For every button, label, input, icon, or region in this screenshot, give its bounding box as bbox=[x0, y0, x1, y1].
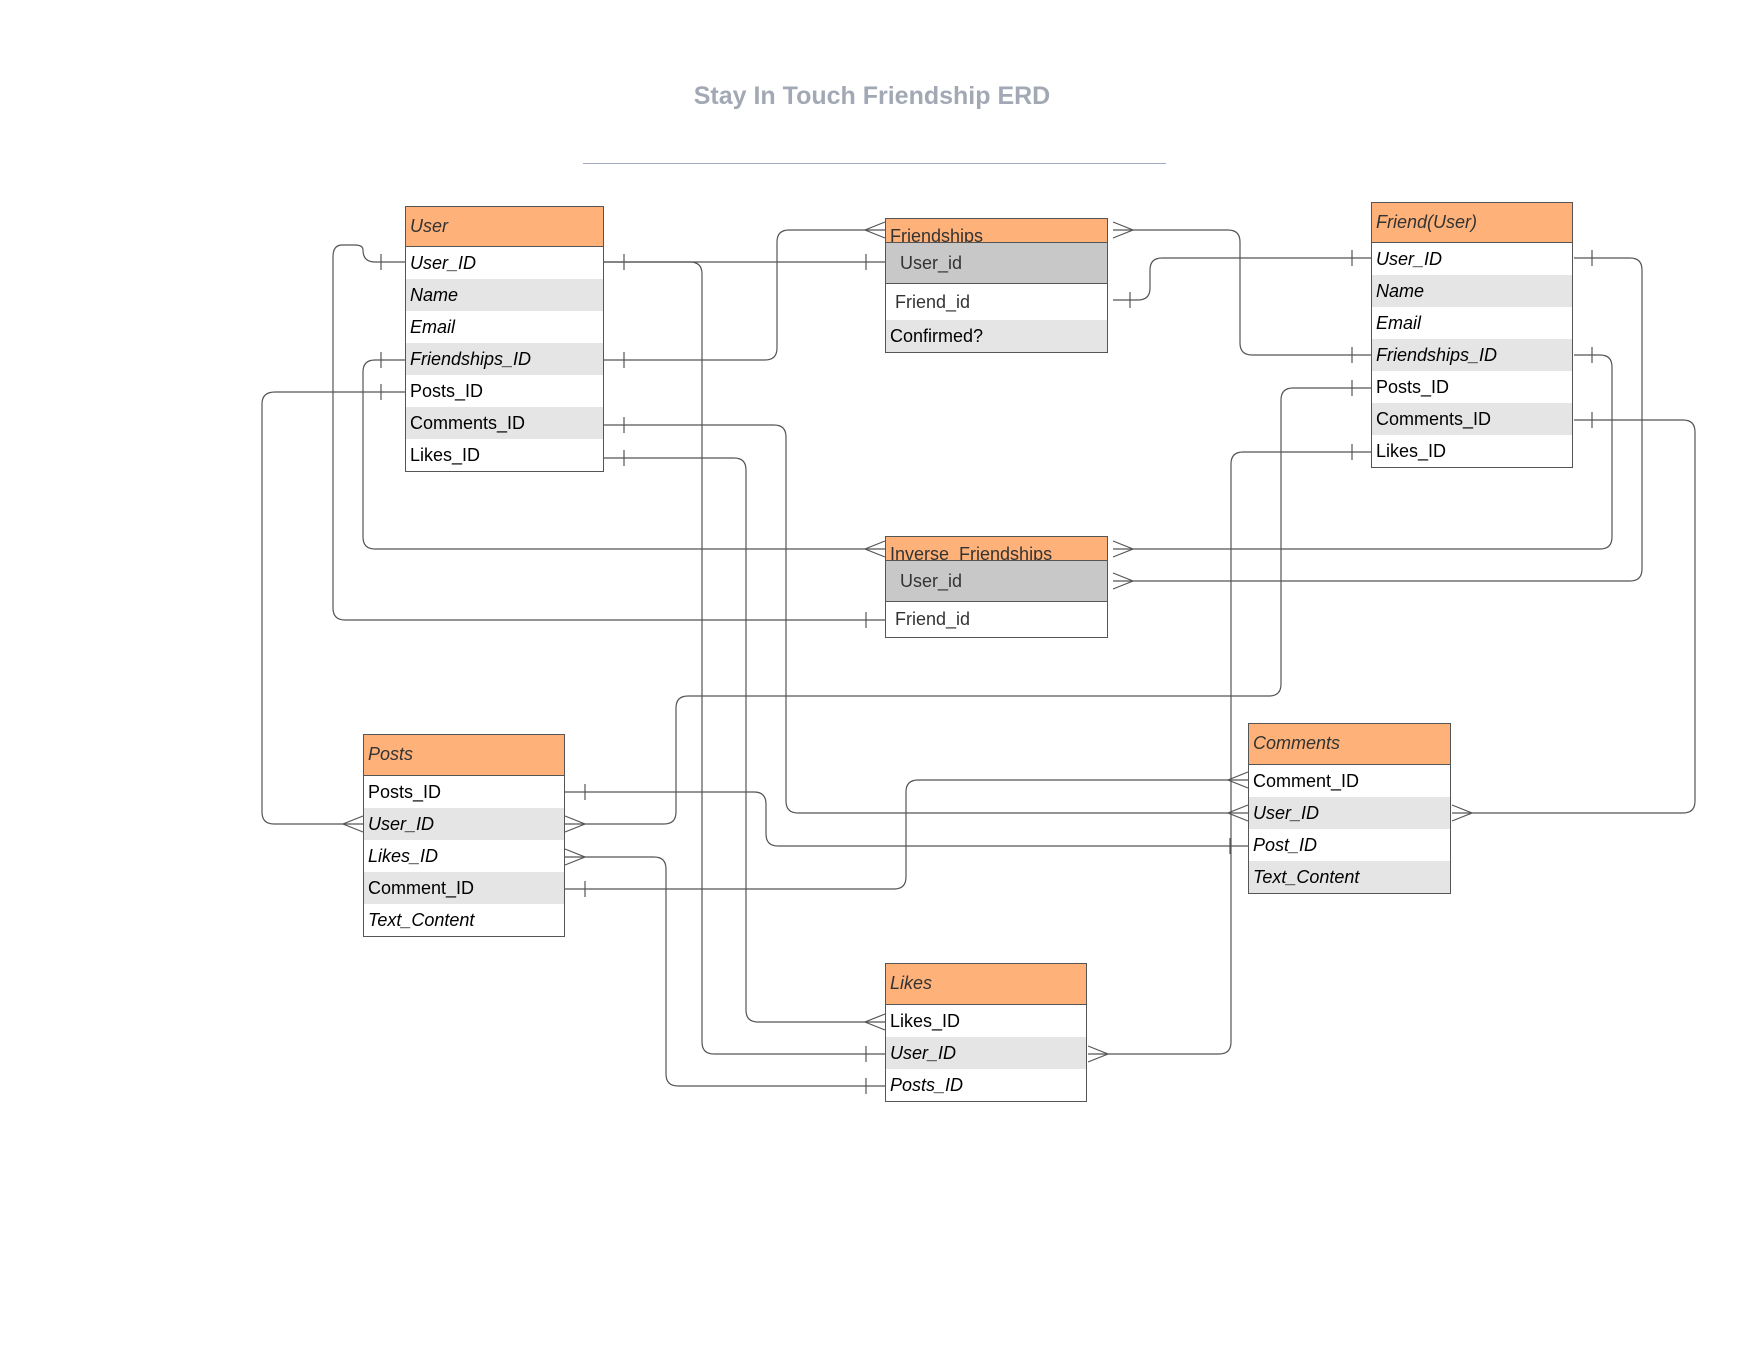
comments-field-user-id: User_ID bbox=[1249, 797, 1450, 829]
rel-user-commentsid-comments-userid bbox=[602, 424, 1248, 814]
friendships-field-friend-id: Friend_id bbox=[886, 283, 1107, 320]
one-markers bbox=[380, 250, 1593, 1094]
user-field-user-id: User_ID bbox=[410, 253, 477, 273]
entity-user-header: User bbox=[406, 207, 603, 247]
posts-field-text-content: Text_Content bbox=[368, 910, 475, 930]
frienduser-field-likes-id: Likes_ID bbox=[1376, 441, 1447, 461]
rel-frienduser-commentsid-comments-userid bbox=[1452, 419, 1696, 814]
user-field-friendships-id: Friendships_ID bbox=[406, 343, 603, 375]
comments-field-comment-id: Comment_ID bbox=[1253, 771, 1360, 791]
entity-inverse-friendships-header: Inverse_Friendships bbox=[886, 537, 1107, 561]
entity-friendships-header: Friendships bbox=[886, 219, 1107, 243]
entity-comments-header: Comments bbox=[1249, 724, 1450, 765]
entity-likes[interactable]: Likes Likes_ID User_ID Posts_ID bbox=[885, 963, 1087, 1102]
diagram-title: Stay In Touch Friendship ERD bbox=[693, 82, 1051, 110]
frienduser-field-posts-id: Posts_ID bbox=[1376, 377, 1450, 397]
entity-comments[interactable]: Comments Comment_ID User_ID Post_ID Text… bbox=[1248, 723, 1451, 894]
rel-user-friendshipsid-inverse bbox=[362, 359, 885, 550]
likes-field-user-id: User_ID bbox=[886, 1037, 1086, 1069]
rel-user-userid-inverse-friendid bbox=[332, 244, 885, 621]
title-underline bbox=[583, 163, 1166, 164]
rel-user-postsid-posts-userid bbox=[261, 391, 405, 825]
entity-friend-user-header: Friend(User) bbox=[1372, 203, 1572, 243]
rel-frienduser-likesid-likes-userid bbox=[1088, 451, 1371, 1055]
rel-user-likesid-likes-likesid bbox=[602, 457, 885, 1023]
rel-user-userid-friendships-userid bbox=[602, 261, 885, 1055]
likes-field-likes-id: Likes_ID bbox=[890, 1011, 961, 1031]
frienduser-field-friendships-id: Friendships_ID bbox=[1372, 339, 1572, 371]
rel-posts-likesid-likes-postsid bbox=[565, 856, 885, 1087]
frienduser-field-name: Name bbox=[1372, 275, 1572, 307]
user-field-email: Email bbox=[410, 317, 456, 337]
posts-field-user-id: User_ID bbox=[364, 808, 564, 840]
rel-inverse-frienduser-friendshipsid bbox=[1113, 354, 1613, 550]
frienduser-field-user-id: User_ID bbox=[1376, 249, 1443, 269]
frienduser-field-email: Email bbox=[1376, 313, 1422, 333]
entity-friendships[interactable]: Friendships User_id Friend_id Confirmed? bbox=[885, 218, 1108, 353]
friendships-field-user-id: User_id bbox=[886, 243, 1107, 283]
entity-user[interactable]: User User_ID Name Email Friendships_ID P… bbox=[405, 206, 604, 472]
user-field-name: Name bbox=[406, 279, 603, 311]
inverse-field-user-id: User_id bbox=[886, 561, 1107, 601]
frienduser-field-comments-id: Comments_ID bbox=[1372, 403, 1572, 435]
rel-friendships-frienduser-friendshipsid bbox=[1113, 229, 1371, 356]
friendships-field-confirmed: Confirmed? bbox=[886, 320, 1107, 352]
entity-inverse-friendships[interactable]: Inverse_Friendships User_id Friend_id bbox=[885, 536, 1108, 638]
posts-field-comment-id: Comment_ID bbox=[364, 872, 564, 904]
posts-field-posts-id: Posts_ID bbox=[368, 782, 442, 802]
entity-posts[interactable]: Posts Posts_ID User_ID Likes_ID Comment_… bbox=[363, 734, 565, 937]
many-markers bbox=[341, 221, 1474, 1063]
entity-likes-header: Likes bbox=[886, 964, 1086, 1005]
inverse-field-friend-id: Friend_id bbox=[886, 601, 1107, 637]
likes-field-posts-id: Posts_ID bbox=[890, 1075, 964, 1095]
entity-friend-user[interactable]: Friend(User) User_ID Name Email Friendsh… bbox=[1371, 202, 1573, 468]
rel-posts-postsid-comments-postid bbox=[565, 791, 1248, 847]
entity-posts-header: Posts bbox=[364, 735, 564, 776]
user-field-likes-id: Likes_ID bbox=[410, 445, 481, 465]
rel-frienduser-postsid-posts-userid bbox=[565, 387, 1371, 825]
comments-field-post-id: Post_ID bbox=[1253, 835, 1318, 855]
rel-friendships-friendid-frienduser-userid bbox=[1113, 257, 1371, 301]
user-field-comments-id: Comments_ID bbox=[406, 407, 603, 439]
rel-posts-commentid-comments-commentid bbox=[565, 779, 1248, 890]
posts-field-likes-id: Likes_ID bbox=[368, 846, 439, 866]
user-field-posts-id: Posts_ID bbox=[410, 381, 484, 401]
comments-field-text-content: Text_Content bbox=[1249, 861, 1450, 893]
rel-user-friendshipsid-friendships bbox=[602, 229, 885, 361]
